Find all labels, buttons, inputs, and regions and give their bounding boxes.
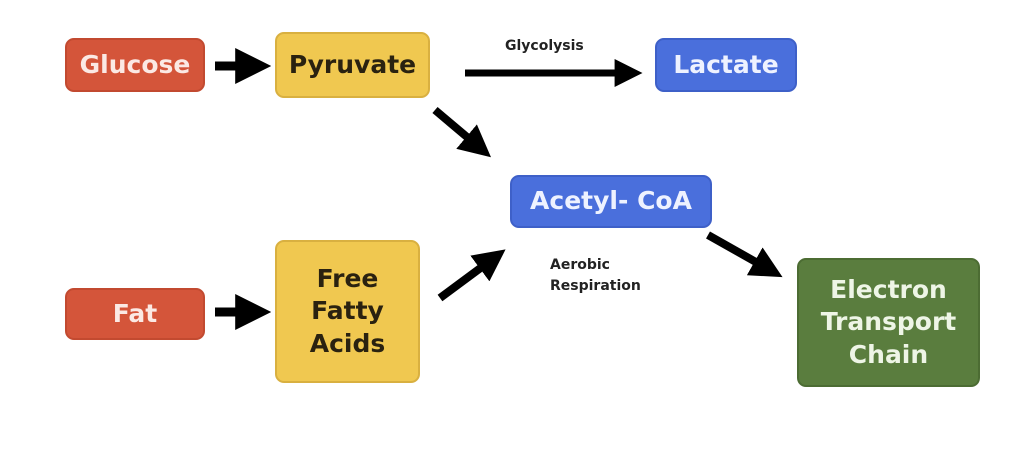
label-aerobic-respiration: Aerobic Respiration (550, 255, 641, 297)
node-label: Fatty (311, 296, 384, 326)
node-pyruvate: Pyruvate (275, 32, 430, 98)
node-free-fatty-acids: Free Fatty Acids (275, 240, 420, 383)
node-label: Acids (309, 328, 386, 358)
node-label: Acetyl- CoA (530, 186, 692, 216)
node-label: Electron (830, 274, 947, 304)
node-label: Lactate (673, 49, 779, 79)
node-label: Fat (112, 298, 158, 328)
node-fat: Fat (65, 288, 205, 340)
node-acetyl-coa: Acetyl- CoA (510, 175, 712, 228)
node-label: Chain (848, 339, 929, 369)
node-label: Glucose (79, 49, 191, 79)
arrow-ffa-acetylcoa (437, 249, 506, 302)
node-glucose: Glucose (65, 38, 205, 92)
arrow-acetylcoa-etc (706, 231, 783, 278)
label-line: Aerobic (550, 257, 610, 273)
node-label: Pyruvate (288, 49, 417, 79)
label-line: Respiration (550, 278, 641, 294)
arrow-pyruvate-acetylcoa (432, 106, 492, 158)
node-lactate: Lactate (655, 38, 797, 92)
node-electron-transport-chain: Electron Transport Chain (797, 258, 980, 387)
label-glycolysis: Glycolysis (505, 38, 584, 54)
node-label: Free (316, 263, 379, 293)
node-label: Transport (820, 307, 957, 337)
